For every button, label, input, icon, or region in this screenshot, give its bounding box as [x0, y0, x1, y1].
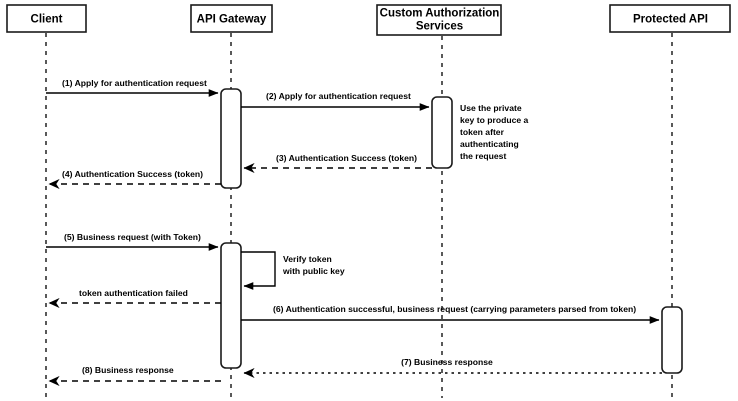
activation-api-gateway-auth[interactable] [220, 88, 242, 189]
message-7[interactable]: (7) Business response [243, 357, 662, 379]
message-6-label: (6) Authentication successful, business … [273, 304, 636, 314]
message-4-label: (4) Authentication Success (token) [62, 169, 203, 179]
note-private-key-line-5: the request [460, 151, 506, 161]
participant-custom-authorization-services[interactable]: Custom Authorization Services [376, 4, 502, 36]
message-6[interactable]: (6) Authentication successful, business … [241, 304, 660, 324]
activations-group [220, 88, 683, 374]
participant-label-protected-api: Protected API [633, 14, 708, 26]
message-2[interactable]: (2) Apply for authentication request [241, 91, 430, 111]
activation-api-gateway-business[interactable] [220, 242, 242, 369]
self-message-verify-token[interactable]: Verify token with public key [241, 251, 345, 290]
message-2-label: (2) Apply for authentication request [266, 91, 411, 101]
note-private-key: Use the private key to produce a token a… [460, 103, 529, 161]
participant-box-protected-api[interactable] [609, 4, 731, 33]
participant-box-api-gateway[interactable] [190, 4, 273, 33]
participant-label-custom-authorization-services-line1: Custom Authorization [380, 8, 500, 20]
participant-label-client: Client [31, 14, 63, 26]
participant-box-client[interactable] [6, 4, 87, 33]
note-private-key-line-2: key to produce a [460, 115, 529, 125]
message-3[interactable]: (3) Authentication Success (token) [243, 153, 432, 174]
participant-protected-api[interactable]: Protected API [609, 4, 731, 33]
participant-box-custom-authorization-services[interactable] [376, 4, 502, 36]
participant-api-gateway[interactable]: API Gateway [190, 4, 273, 33]
message-5-label: (5) Business request (with Token) [64, 232, 201, 242]
message-8[interactable]: (8) Business response [48, 365, 221, 387]
self-message-verify-token-arrow [241, 251, 276, 290]
message-5[interactable]: (5) Business request (with Token) [46, 232, 219, 251]
message-4[interactable]: (4) Authentication Success (token) [48, 169, 221, 190]
participant-client[interactable]: Client [6, 4, 87, 33]
self-message-verify-token-line-1: Verify token [283, 254, 332, 264]
lifelines-group [45, 33, 673, 398]
self-message-verify-token-line-2: with public key [282, 266, 345, 276]
note-private-key-line-4: authenticating [460, 139, 519, 149]
message-7-label: (7) Business response [401, 357, 493, 367]
message-8-label: (8) Business response [82, 365, 174, 375]
message-1-label: (1) Apply for authentication request [62, 78, 207, 88]
note-private-key-line-3: token after [460, 127, 505, 137]
message-1[interactable]: (1) Apply for authentication request [46, 78, 219, 97]
participant-label-api-gateway: API Gateway [197, 14, 267, 26]
participant-label-custom-authorization-services-line2: Services [416, 21, 463, 33]
activation-custom-authorization-services[interactable] [431, 96, 453, 169]
activation-protected-api[interactable] [661, 306, 683, 374]
message-token-authentication-failed-label: token authentication failed [79, 288, 188, 298]
message-3-label: (3) Authentication Success (token) [276, 153, 417, 163]
message-token-authentication-failed[interactable]: token authentication failed [48, 288, 221, 309]
note-private-key-line-1: Use the private [460, 103, 522, 113]
